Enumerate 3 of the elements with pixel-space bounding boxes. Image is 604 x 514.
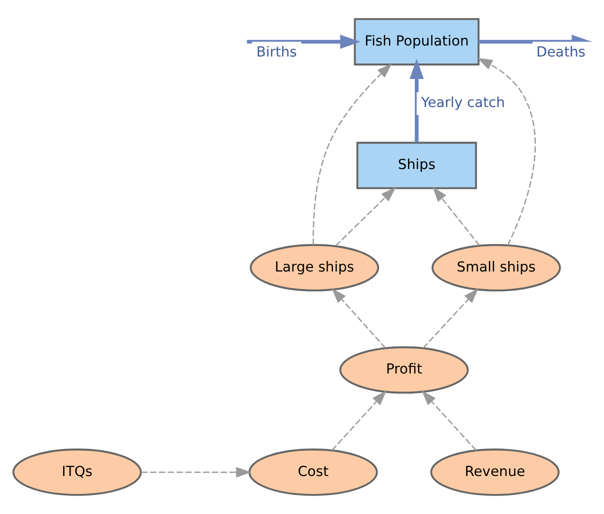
edge-label: Yearly catch — [421, 95, 505, 112]
edge-label: Births — [256, 44, 297, 61]
edge-label: Deaths — [536, 44, 586, 61]
